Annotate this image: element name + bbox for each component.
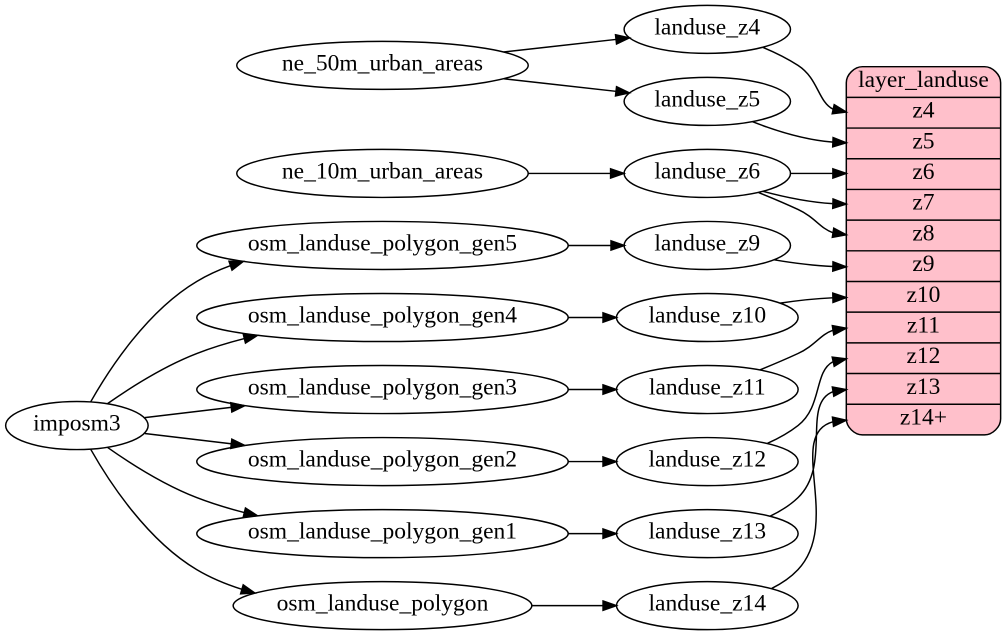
svg-text:osm_landuse_polygon_gen1: osm_landuse_polygon_gen1 (248, 519, 517, 545)
svg-text:layer_landuse: layer_landuse (858, 67, 989, 93)
svg-text:landuse_z5: landuse_z5 (654, 86, 760, 112)
svg-text:landuse_z6: landuse_z6 (654, 158, 760, 184)
svg-text:z12: z12 (906, 343, 940, 369)
svg-text:landuse_z14: landuse_z14 (649, 591, 767, 617)
svg-text:osm_landuse_polygon: osm_landuse_polygon (277, 591, 489, 617)
svg-text:z8: z8 (912, 220, 934, 246)
svg-text:landuse_z13: landuse_z13 (649, 519, 767, 545)
svg-text:ne_50m_urban_areas: ne_50m_urban_areas (282, 50, 483, 76)
svg-text:osm_landuse_polygon_gen5: osm_landuse_polygon_gen5 (248, 230, 517, 256)
svg-text:z14+: z14+ (900, 405, 947, 431)
svg-text:ne_10m_urban_areas: ne_10m_urban_areas (282, 158, 483, 184)
svg-text:landuse_z10: landuse_z10 (649, 302, 767, 328)
svg-text:z9: z9 (912, 251, 934, 277)
svg-text:landuse_z4: landuse_z4 (654, 14, 760, 40)
svg-text:osm_landuse_polygon_gen4: osm_landuse_polygon_gen4 (248, 302, 517, 328)
svg-text:osm_landuse_polygon_gen3: osm_landuse_polygon_gen3 (248, 375, 517, 401)
svg-text:z7: z7 (912, 190, 934, 216)
svg-text:landuse_z9: landuse_z9 (654, 230, 760, 256)
svg-text:osm_landuse_polygon_gen2: osm_landuse_polygon_gen2 (248, 447, 517, 473)
svg-text:z4: z4 (912, 98, 934, 124)
svg-text:z11: z11 (907, 313, 940, 339)
svg-text:z10: z10 (906, 282, 940, 308)
svg-text:z6: z6 (912, 159, 934, 185)
svg-text:imposm3: imposm3 (33, 411, 121, 437)
svg-text:z13: z13 (906, 374, 940, 400)
svg-text:landuse_z11: landuse_z11 (649, 375, 766, 401)
svg-text:z5: z5 (912, 128, 934, 154)
svg-text:landuse_z12: landuse_z12 (649, 447, 767, 473)
